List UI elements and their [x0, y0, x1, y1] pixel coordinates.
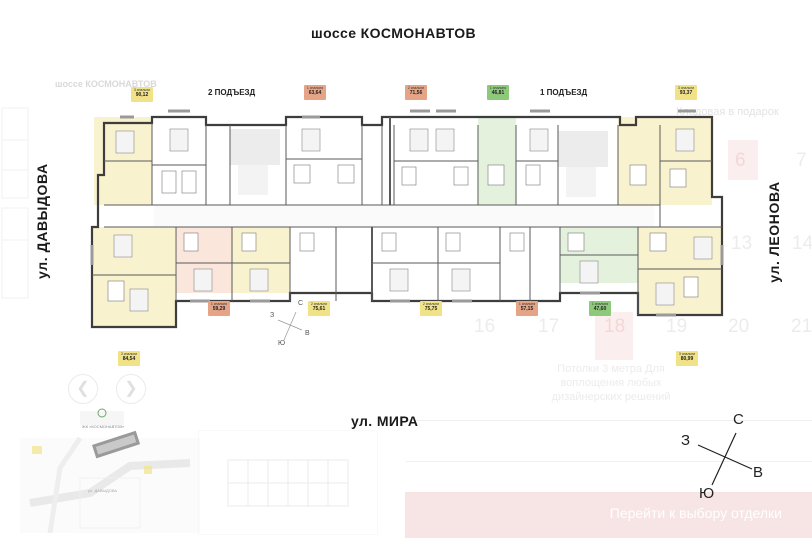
- calendar-number: 7: [796, 150, 807, 171]
- compass-north: С: [733, 411, 744, 428]
- calendar-number: 13: [731, 233, 753, 254]
- compass-small-icon: [277, 311, 303, 341]
- calendar-number: 19: [666, 316, 688, 337]
- compass-east: В: [753, 464, 764, 481]
- promo-marker: [595, 312, 633, 360]
- mini-map-complex-name: ЖК «КОСМОНАВТОВ»: [82, 424, 125, 429]
- calendar-number: 16: [474, 316, 496, 337]
- calendar-number: 21: [791, 316, 812, 337]
- calendar-number: 17: [538, 316, 560, 337]
- compass-icon: [697, 432, 753, 486]
- calendar-grid-lines: [406, 420, 812, 462]
- faded-building-outline: [1, 107, 29, 299]
- prev-slide-button[interactable]: ❮: [68, 374, 98, 404]
- go-to-finishing-button[interactable]: Перейти к выбору отделки: [405, 492, 812, 538]
- calendar-number: 18: [604, 316, 626, 337]
- apartment-zone-3br-84[interactable]: [92, 227, 175, 327]
- calendar-number: 14: [792, 233, 812, 254]
- promo-marker: [728, 140, 758, 180]
- apartment-zone-1br-46[interactable]: [478, 117, 516, 205]
- faded-section-plan: [198, 430, 378, 535]
- compass-small-w: З: [270, 312, 275, 319]
- compass-south: Ю: [699, 485, 715, 502]
- arrow-left-icon: ❮: [76, 380, 90, 397]
- apartment-zone-1br-63[interactable]: [286, 117, 362, 203]
- street-label-right: ул. ЛЕОНОВА: [766, 181, 782, 283]
- entrance-1-label: 1 ПОДЪЕЗД: [540, 88, 588, 97]
- arrow-right-icon: ❯: [124, 380, 138, 397]
- storage-promo-text: Кладовая в подарок: [676, 106, 779, 118]
- calendar-number: 20: [728, 316, 750, 337]
- entrance-2-label: 2 ПОДЪЕЗД: [208, 88, 256, 97]
- street-label-left: ул. ДАВЫДОВА: [34, 163, 50, 279]
- compass-small-n: С: [298, 300, 304, 307]
- next-slide-button[interactable]: ❯: [116, 374, 146, 404]
- street-label-top: шоссе КОСМОНАВТОВ: [311, 25, 476, 41]
- mini-site-map: [20, 408, 200, 533]
- ceiling-promo-text: Потолки 3 метра Для воплощения любых диз…: [551, 363, 671, 403]
- mini-map-street-label: ул. ДАВЫДОВА: [88, 488, 118, 493]
- compass-west: З: [681, 432, 691, 449]
- street-label-bottom: ул. МИРА: [351, 413, 419, 429]
- floor-plan: [90, 109, 724, 329]
- compass-small-s: Ю: [278, 340, 286, 347]
- compass-small-e: В: [305, 330, 310, 337]
- faded-street-label: шоссе КОСМОНАВТОВ: [55, 79, 157, 89]
- calendar-number: 6: [735, 150, 746, 171]
